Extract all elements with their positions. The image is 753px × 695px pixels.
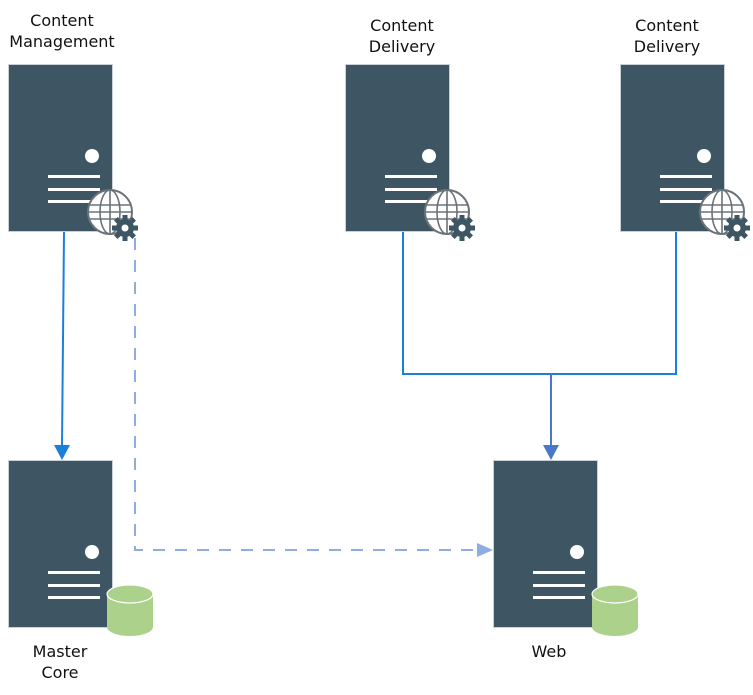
- database-icon: [591, 584, 639, 636]
- server-slot: [48, 188, 100, 191]
- server-slot: [48, 175, 100, 178]
- server-slot: [533, 571, 585, 574]
- server-master-core[interactable]: [8, 460, 113, 628]
- label-content-management: Content Management: [9, 11, 115, 51]
- server-slot: [48, 596, 100, 599]
- gear-icon: [449, 215, 475, 241]
- edge-cm-to-web: [134, 238, 480, 551]
- label-master-core: Master Core: [32, 642, 88, 682]
- server-slot: [533, 596, 585, 599]
- arrowhead-web-dashed: [477, 543, 493, 557]
- edge-cd1-to-merge: [402, 232, 551, 375]
- globe-gear-icon: [87, 189, 138, 241]
- server-slot: [660, 175, 712, 178]
- server-slot: [385, 188, 437, 191]
- server-slot: [385, 200, 437, 203]
- gear-icon: [724, 215, 750, 241]
- arrowhead-web: [543, 445, 559, 460]
- server-slot: [533, 584, 585, 587]
- server-slot: [48, 200, 100, 203]
- label-content-delivery-1: Content Delivery: [368, 16, 436, 56]
- server-slot: [48, 584, 100, 587]
- server-led: [570, 545, 584, 559]
- arrowhead-master: [54, 445, 70, 460]
- server-led: [697, 149, 711, 163]
- edge-cd2-to-merge: [551, 232, 677, 375]
- database-icon: [106, 584, 154, 636]
- globe-gear-icon: [424, 189, 475, 241]
- server-slot: [660, 188, 712, 191]
- edge-cm-to-master: [61, 231, 65, 447]
- server-slot: [48, 571, 100, 574]
- label-web: Web: [531, 642, 567, 661]
- server-slot: [385, 175, 437, 178]
- globe-gear-icon: [699, 189, 750, 241]
- label-content-delivery-2: Content Delivery: [633, 16, 701, 56]
- server-slot: [660, 200, 712, 203]
- server-led: [85, 149, 99, 163]
- server-led: [85, 545, 99, 559]
- gear-icon: [112, 215, 138, 241]
- server-web[interactable]: [493, 460, 598, 628]
- server-led: [422, 149, 436, 163]
